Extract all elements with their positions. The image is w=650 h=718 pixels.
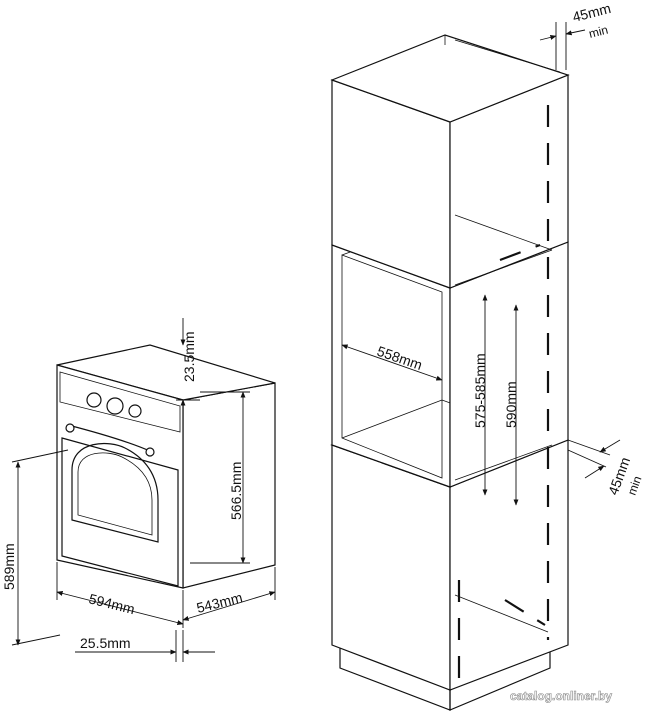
- niche-height-range-label: 575-585mm: [472, 353, 488, 428]
- front-offset-label: 25.5mm: [80, 635, 131, 651]
- oven-width-label: 594mm: [87, 590, 136, 617]
- watermark: catalog.onliner.by: [510, 689, 612, 703]
- timer-dial-icon: [106, 397, 124, 415]
- top-depth-label: 23.5mm: [181, 331, 197, 382]
- top-gap-min-label: min: [587, 23, 609, 41]
- cabinet-dimensions: 558mm 575-585mm 590mm 45mm min 45mm min: [341, 0, 645, 506]
- oven: [56, 344, 276, 589]
- niche-height-label: 590mm: [503, 381, 519, 428]
- side-gap-min-label: min: [625, 474, 645, 497]
- right-knob-icon: [128, 404, 142, 418]
- lower-unit-front: [331, 444, 451, 691]
- top-gap-label: 45mm: [571, 0, 613, 25]
- oven-window: [71, 442, 159, 543]
- oven-front: [56, 364, 184, 589]
- total-height-label: 589mm: [1, 543, 17, 590]
- left-knob-icon: [86, 392, 102, 408]
- body-height-label: 566.5mm: [228, 462, 244, 520]
- oven-depth-label: 543mm: [195, 589, 244, 616]
- cabinet: [330, 34, 570, 711]
